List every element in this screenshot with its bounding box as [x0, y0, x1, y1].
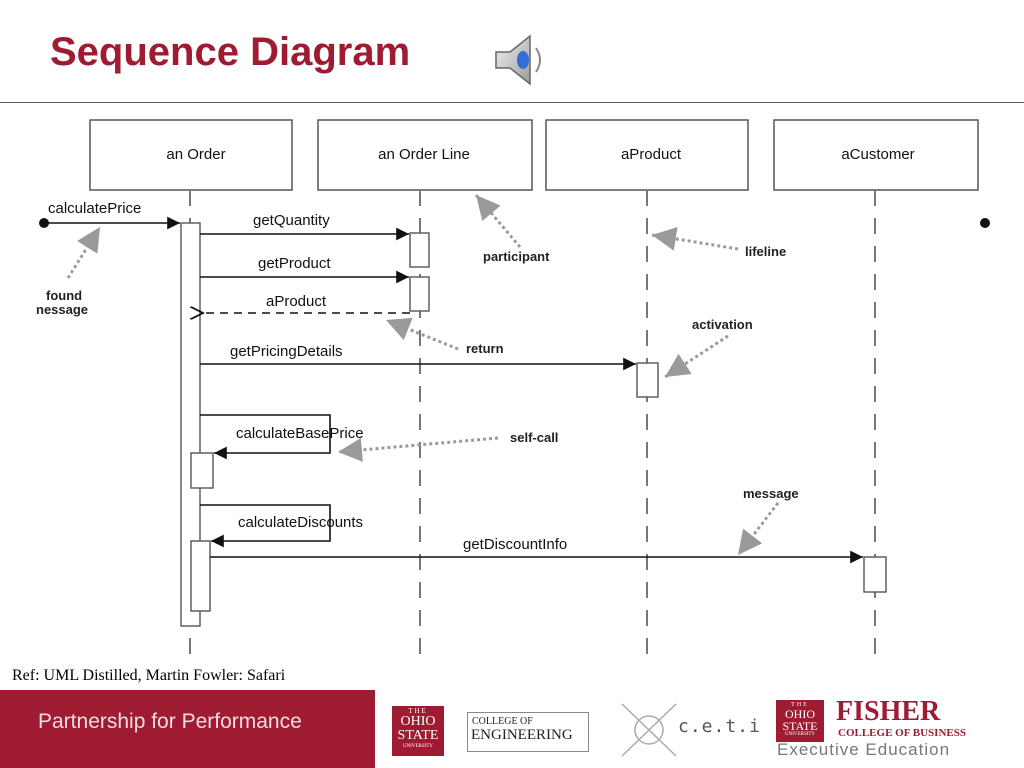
speaker-icon[interactable]: [490, 28, 554, 92]
participant-label: aProduct: [621, 146, 682, 163]
ceti-logo-icon: [621, 703, 677, 757]
reference-text: Ref: UML Distilled, Martin Fowler: Safar…: [12, 667, 286, 684]
ohio-state-logo: THE OHIO STATE UNIVERSITY: [392, 706, 444, 756]
footer-band: Partnership for Performance: [0, 690, 375, 768]
pointer-found: [66, 226, 102, 279]
annotation-participant: participant: [483, 249, 550, 264]
participant-label: aCustomer: [841, 146, 914, 163]
annotation-return: return: [466, 341, 504, 356]
osu-ohio: OHIO: [400, 714, 436, 729]
fisher-college-of-business: COLLEGE OF BUSINESS: [838, 727, 966, 739]
participant-box-aproduct: [545, 119, 749, 191]
activation-base-price: [190, 452, 214, 489]
message-label: aProduct: [266, 293, 327, 310]
engineering-line2: ENGINEERING: [471, 727, 573, 743]
title-divider: [0, 102, 1024, 103]
participant-box-an-order-line: [317, 119, 533, 191]
ceti-text: c.e.t.i: [678, 716, 761, 737]
slide-title: Sequence Diagram: [50, 30, 411, 74]
fisher-wordmark: FISHER: [836, 696, 941, 727]
activation-an-order: [180, 222, 201, 627]
fisher-osu-university: UNIVERSITY: [785, 732, 815, 737]
participant-box-an-order: [89, 119, 293, 191]
message-label: getDiscountInfo: [463, 536, 567, 553]
pointer-message: [736, 502, 780, 556]
message-label: calculateBasePrice: [236, 425, 364, 442]
activation-order-line-1: [409, 232, 430, 268]
offscreen-dot: [980, 218, 990, 228]
pointer-activation: [664, 334, 729, 379]
annotation-message: message: [743, 486, 799, 501]
arrow-calculatediscounts: [200, 504, 331, 548]
activation-acustomer: [863, 556, 887, 593]
annotation-lifeline: lifeline: [745, 244, 786, 259]
activation-discounts: [190, 540, 211, 612]
sequence-diagram: an Order an Order Line aProduct aCustome…: [36, 119, 990, 663]
message-label: getPricingDetails: [230, 343, 343, 360]
annotation-found: nessage: [36, 302, 88, 317]
pointer-self-call: [337, 436, 499, 462]
pointer-lifeline: [651, 227, 739, 251]
fisher-osu-mark: THE OHIO STATE UNIVERSITY: [776, 700, 824, 742]
arrow-calculatebaseprice: [200, 414, 331, 460]
college-of-engineering-logo: COLLEGE OF ENGINEERING: [467, 712, 589, 752]
footer-tagline: Partnership for Performance: [38, 710, 302, 733]
participant-box-acustomer: [773, 119, 979, 191]
osu-university: UNIVERSITY: [403, 744, 433, 749]
participant-label: an Order: [166, 146, 225, 163]
osu-state: STATE: [397, 728, 439, 743]
message-label: getQuantity: [253, 212, 330, 229]
pointer-participant: [474, 194, 522, 248]
annotation-activation: activation: [692, 317, 753, 332]
fisher-osu-the: THE: [791, 702, 809, 708]
annotation-found: found: [46, 288, 82, 303]
fisher-osu-ohio: OHIO: [785, 707, 815, 721]
message-label: calculateDiscounts: [238, 514, 363, 531]
activation-order-line-2: [409, 276, 430, 312]
engineering-line1: COLLEGE OF: [472, 716, 533, 727]
footer: Partnership for Performance THE OHIO STA…: [0, 690, 1024, 768]
message-label: getProduct: [258, 255, 331, 272]
activation-aproduct: [636, 362, 659, 398]
participant-label: an Order Line: [378, 146, 470, 163]
message-label: calculatePrice: [48, 200, 141, 217]
pointer-return: [385, 317, 459, 351]
fisher-osu-state: STATE: [782, 719, 818, 733]
executive-education: Executive Education: [777, 740, 951, 759]
osu-the: THE: [408, 707, 428, 715]
annotation-self-call: self-call: [510, 430, 558, 445]
